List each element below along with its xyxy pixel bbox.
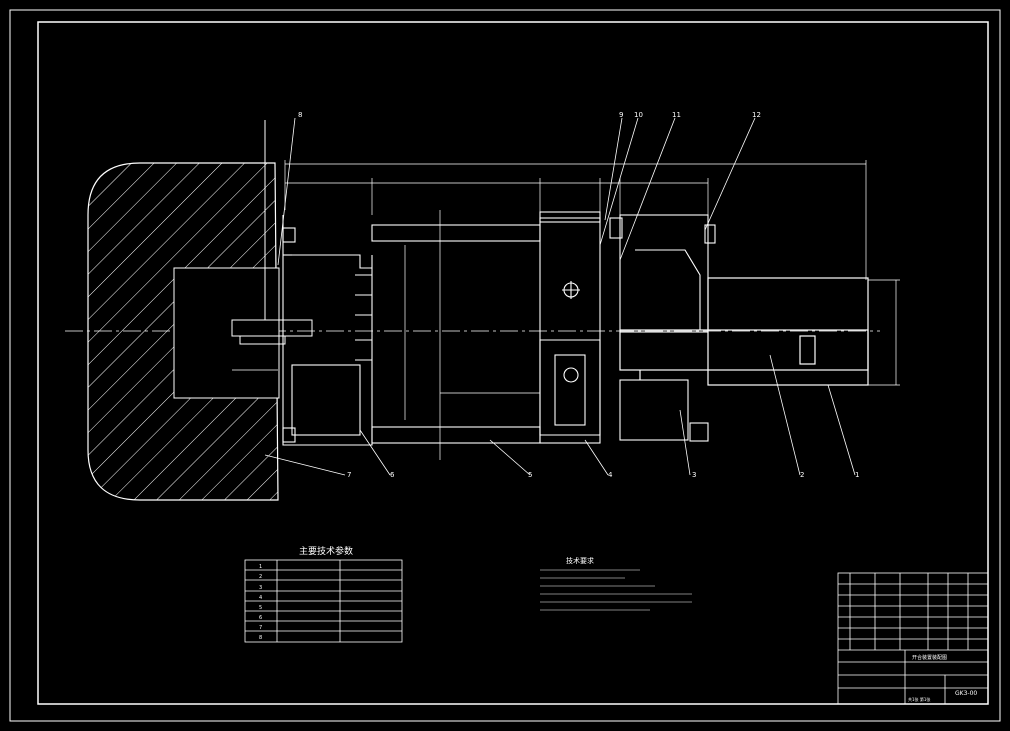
dimension-lines xyxy=(232,160,900,460)
params-row-1: 1 xyxy=(259,564,262,570)
balloon-9: 9 xyxy=(619,111,623,119)
balloon-8: 8 xyxy=(298,111,302,119)
balloon-10: 10 xyxy=(634,111,643,119)
drawing-title: 开合装置装配图 xyxy=(912,654,947,661)
params-table-title: 主要技术参数 xyxy=(299,545,353,557)
rear-platen xyxy=(609,214,716,442)
balloon-11: 11 xyxy=(672,111,681,119)
inner-border xyxy=(37,21,989,705)
moving-platen xyxy=(539,211,601,444)
params-row-8: 8 xyxy=(259,635,262,641)
params-row-7: 7 xyxy=(259,625,262,631)
params-row-4: 4 xyxy=(259,595,262,601)
tech-requirements: 技术要求 xyxy=(540,556,692,611)
hydraulic-cylinder xyxy=(619,277,869,386)
balloon-5: 5 xyxy=(528,471,532,479)
hatched-body xyxy=(87,162,280,501)
balloon-4: 4 xyxy=(608,471,613,479)
balloon-12: 12 xyxy=(752,111,761,119)
params-table: 主要技术参数 1 2 3 4 5 6 7 8 xyxy=(244,545,403,643)
params-row-3: 3 xyxy=(259,585,262,591)
outer-border xyxy=(9,9,1001,722)
sheet-count: 共1张 第1张 xyxy=(908,696,930,702)
params-row-5: 5 xyxy=(259,605,262,611)
ejector-assembly xyxy=(231,120,313,345)
params-row-6: 6 xyxy=(259,615,262,621)
balloon-6: 6 xyxy=(390,471,395,479)
leader-lines xyxy=(264,117,856,476)
params-row-2: 2 xyxy=(259,574,262,580)
balloon-2: 2 xyxy=(800,471,804,479)
balloon-3: 3 xyxy=(692,471,696,479)
balloon-7: 7 xyxy=(347,471,351,479)
fixed-platen xyxy=(282,215,373,446)
tech-requirements-title: 技术要求 xyxy=(566,556,594,565)
balloon-labels: 8 9 10 11 12 7 6 5 4 3 2 1 xyxy=(298,111,859,479)
balloon-1: 1 xyxy=(855,471,859,479)
drawing-number: GK3-00 xyxy=(955,690,977,697)
title-block xyxy=(837,572,989,705)
tie-bars xyxy=(282,224,541,444)
